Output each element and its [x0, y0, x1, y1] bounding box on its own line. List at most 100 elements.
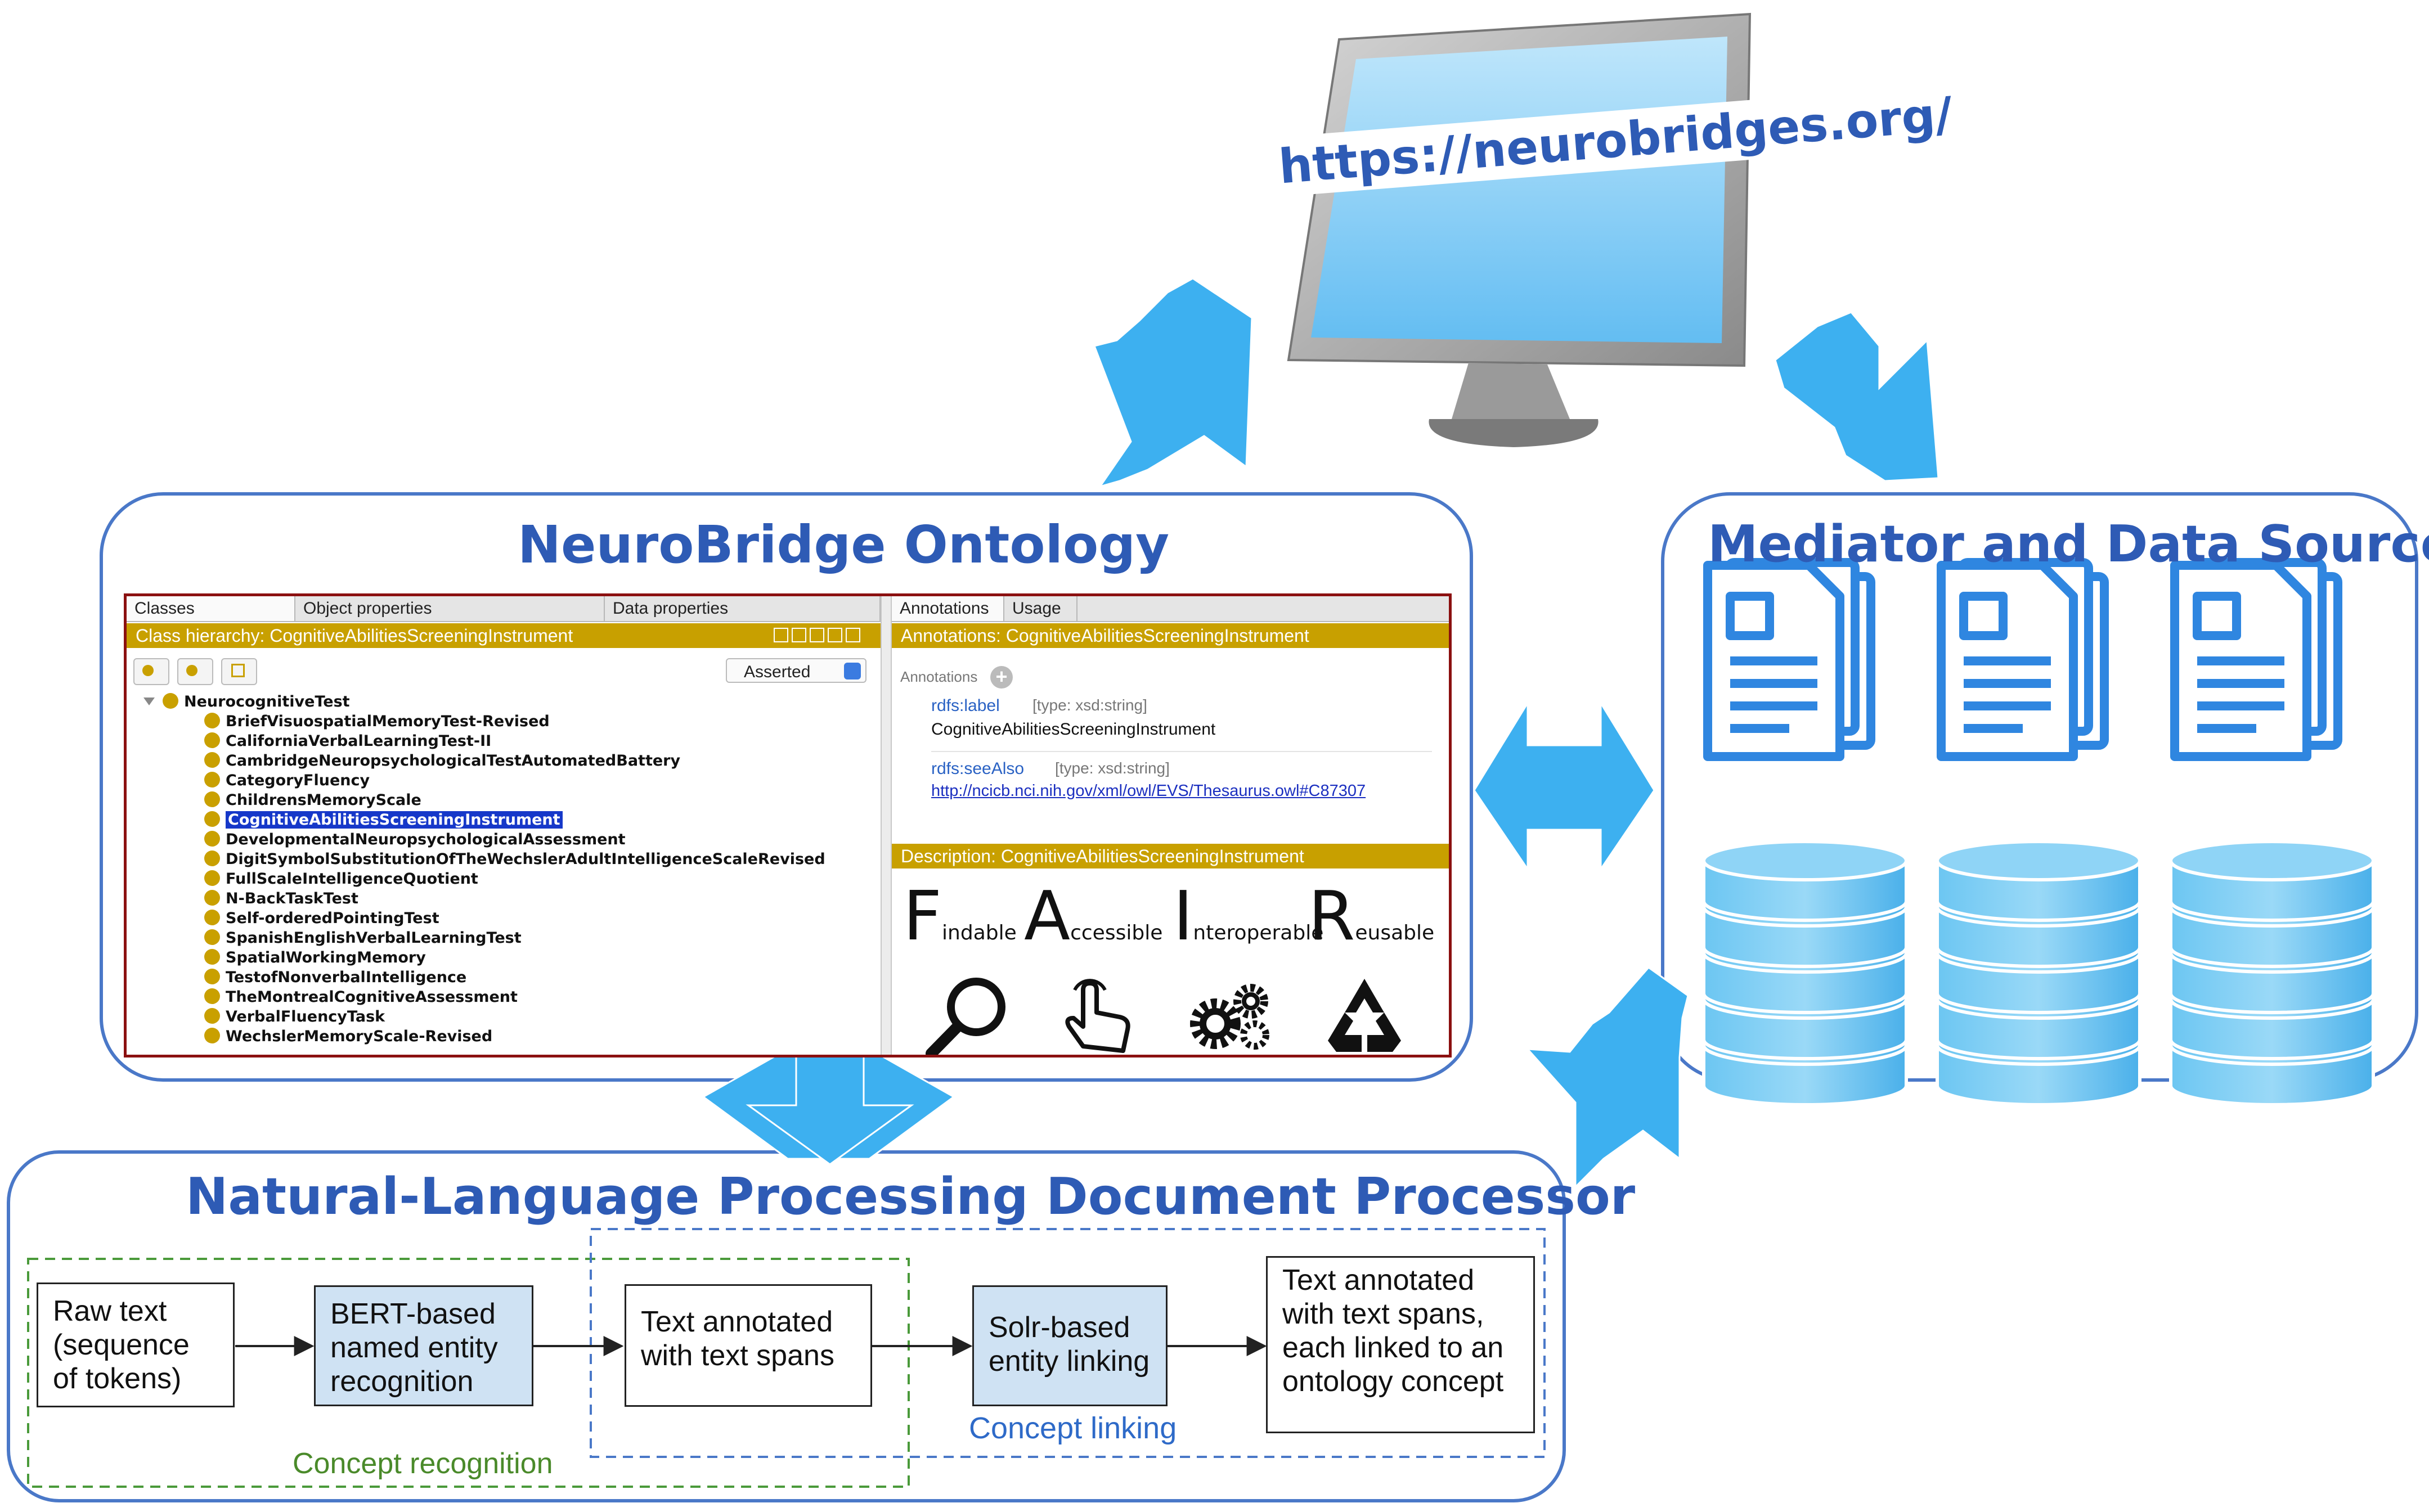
tree-expand-icon[interactable] [143, 698, 155, 705]
tree-item[interactable]: WechslerMemoryScale-Revised [204, 1027, 492, 1046]
annotations-bar-title: Annotations: CognitiveAbilitiesScreening… [901, 626, 1309, 646]
add-subclass-icon[interactable] [133, 658, 169, 685]
nlp-title: Natural-Language Processing Document Pro… [186, 1167, 1636, 1226]
tree-item[interactable]: TheMontrealCognitiveAssessment [204, 987, 518, 1007]
tree-item[interactable]: DevelopmentalNeuropsychologicalAssessmen… [204, 830, 626, 849]
tree-item[interactable]: DigitSymbolSubstitutionOfTheWechslerAdul… [204, 849, 825, 869]
description-bar-title: Description: CognitiveAbilitiesScreening… [901, 846, 1304, 866]
rdfs-seealso-link[interactable]: http://ncicb.nci.nih.gov/xml/owl/EVS/The… [931, 782, 1366, 800]
tree-item-label: CambridgeNeuropsychologicalTestAutomated… [226, 752, 681, 770]
tree-item-label: DigitSymbolSubstitutionOfTheWechslerAdul… [226, 850, 825, 868]
add-sibling-icon[interactable] [177, 658, 213, 685]
tree-item-label: FullScaleIntelligenceQuotient [226, 870, 478, 888]
help-icon[interactable] [774, 628, 788, 642]
class-icon [204, 831, 220, 847]
fair-interoperable: Interoperable [1173, 878, 1323, 956]
add-annotation-icon[interactable]: + [990, 666, 1013, 688]
pin-icon[interactable] [792, 628, 806, 642]
class-icon [204, 1008, 220, 1024]
fair-letter-a: A [1024, 878, 1071, 956]
left-tabbar: Classes Object properties Data propertie… [127, 596, 881, 622]
fair-letter-f: F [903, 878, 942, 956]
flow-box-solr-linking: Solr-based entity linking [972, 1285, 1168, 1406]
document-stack-3 [2170, 558, 2342, 761]
class-icon [204, 713, 220, 728]
class-tree: NeurocognitiveTest BriefVisuospatialMemo… [127, 692, 881, 1055]
tree-item[interactable]: CaliforniaVerbalLearningTest-II [204, 731, 491, 751]
tree-item[interactable]: ChildrensMemoryScale [204, 790, 421, 810]
fair-rest-findable: indable [942, 921, 1017, 944]
class-icon [204, 850, 220, 866]
fair-rest-reusable: eusable [1355, 921, 1435, 944]
tree-item-label: Self-orderedPointingTest [226, 910, 439, 927]
maximize-icon[interactable] [828, 628, 842, 642]
tree-item[interactable]: VerbalFluencyTask [204, 1007, 385, 1027]
monitor-screen [1311, 37, 1727, 343]
annotations-bar: Annotations: CognitiveAbilitiesScreening… [892, 623, 1449, 648]
select-arrows-icon [844, 663, 861, 680]
tree-item[interactable]: CambridgeNeuropsychologicalTestAutomated… [204, 751, 680, 771]
class-icon [204, 949, 220, 965]
tree-item[interactable]: SpanishEnglishVerbalLearningTest [204, 928, 522, 948]
panel-divider[interactable] [881, 596, 892, 1055]
tree-root-label: NeurocognitiveTest [184, 693, 350, 710]
minimize-icon[interactable] [810, 628, 824, 642]
tree-item[interactable]: CognitiveAbilitiesScreeningInstrument [204, 810, 563, 830]
tree-item[interactable]: FullScaleIntelligenceQuotient [204, 869, 478, 889]
hierarchy-toolbar [133, 658, 257, 685]
concept-recognition-label: Concept recognition [293, 1447, 553, 1480]
rdfs-label-value: CognitiveAbilitiesScreeningInstrument [931, 720, 1216, 739]
annotations-label: Annotations [900, 668, 978, 685]
class-icon [204, 811, 220, 827]
tree-item-label: CategoryFluency [226, 772, 370, 789]
class-icon [204, 791, 220, 807]
tab-object-properties[interactable]: Object properties [295, 596, 605, 621]
tree-item[interactable]: N-BackTaskTest [204, 889, 358, 908]
close-icon[interactable] [846, 628, 860, 642]
flow-box-raw-text: Raw text (sequence of tokens) [37, 1282, 235, 1407]
arrow-mediator-nlp [1525, 966, 1689, 1189]
arrow-monitor-ontology [1093, 277, 1253, 488]
delete-class-icon[interactable] [221, 658, 257, 685]
class-hierarchy-bar: Class hierarchy: CognitiveAbilitiesScree… [127, 623, 881, 648]
rdfs-seealso-type: [type: xsd:string] [1055, 759, 1170, 777]
fair-findable: Findable [903, 878, 1017, 956]
class-icon [204, 910, 220, 925]
fair-letter-r: R [1308, 878, 1355, 956]
class-icon [204, 890, 220, 906]
fair-accessible-icon [1058, 973, 1137, 1055]
tree-item[interactable]: SpatialWorkingMemory [204, 948, 426, 968]
tab-classes[interactable]: Classes [127, 596, 295, 621]
tab-annotations[interactable]: Annotations [892, 596, 1004, 621]
database-icon [2169, 840, 2375, 1106]
gears-icon [1190, 984, 1269, 1050]
arrow-ontology-mediator [1473, 700, 1655, 872]
tab-usage[interactable]: Usage [1004, 596, 1077, 621]
recycle-icon [1328, 979, 1401, 1052]
asserted-label: Asserted [744, 663, 811, 681]
tree-item[interactable]: Self-orderedPointingTest [204, 908, 439, 928]
monitor-neck [1452, 363, 1570, 419]
tree-root[interactable]: NeurocognitiveTest [143, 692, 350, 712]
database-icon [1702, 840, 1908, 1106]
hand-pointer-icon [1065, 979, 1130, 1053]
tab-data-properties[interactable]: Data properties [605, 596, 881, 621]
tree-item[interactable]: TestofNonverbalIntelligence [204, 968, 466, 987]
tree-item-label: WechslerMemoryScale-Revised [226, 1028, 493, 1045]
class-icon [204, 969, 220, 984]
rdfs-seealso-key: rdfs:seeAlso [931, 759, 1025, 778]
tree-item[interactable]: BriefVisuospatialMemoryTest-Revised [204, 712, 550, 731]
right-tabbar: Annotations Usage [892, 596, 1449, 622]
ontology-title: NeuroBridge Ontology [518, 515, 1170, 575]
class-icon [204, 772, 220, 788]
class-icon [204, 752, 220, 768]
monitor-base [1429, 419, 1599, 447]
tree-item-label: ChildrensMemoryScale [226, 791, 421, 809]
rdfs-label-key: rdfs:label [931, 696, 1000, 715]
flow-box-text-spans: Text annotated with text spans [625, 1284, 872, 1407]
document-stack-2 [1937, 558, 2109, 761]
asserted-select[interactable]: Asserted [726, 658, 866, 683]
tree-item[interactable]: CategoryFluency [204, 771, 370, 790]
flow-box-linked-text: Text annotated with text spans, each lin… [1266, 1256, 1535, 1433]
